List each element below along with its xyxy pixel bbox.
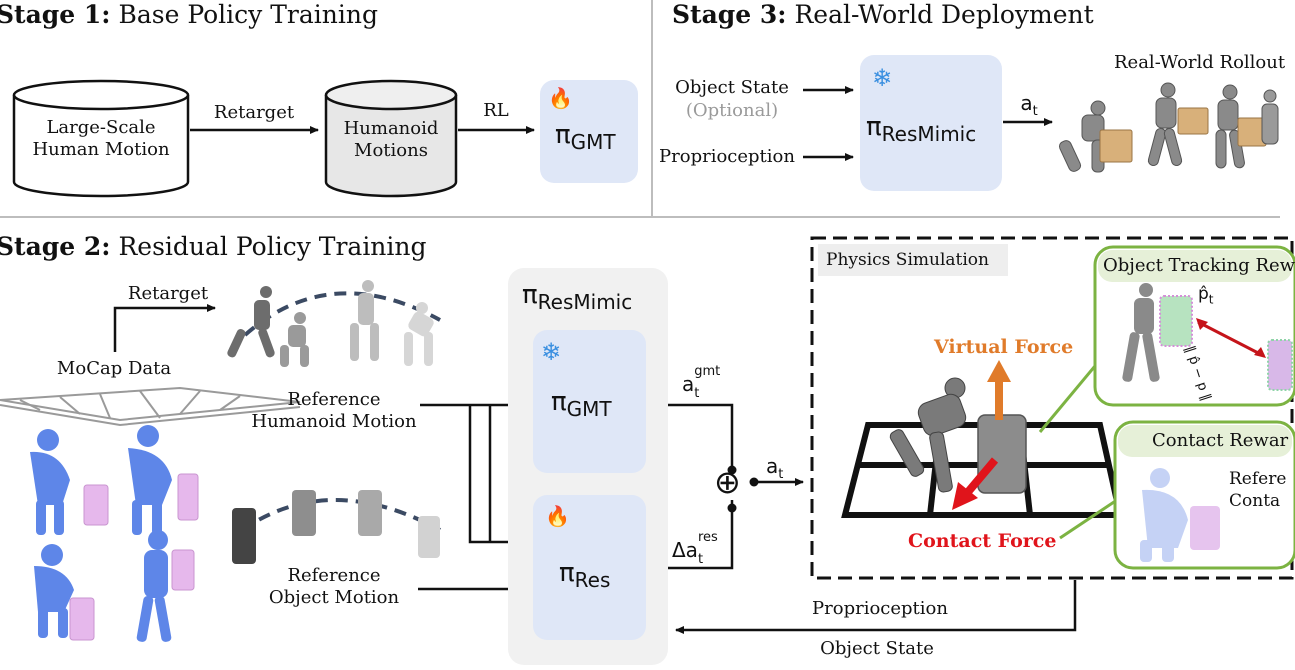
tracking-target-pointcloud bbox=[1159, 295, 1193, 347]
stage1-title: Stage 1: Base Policy Training bbox=[0, 0, 378, 29]
snowflake-icon: ❄ bbox=[872, 64, 893, 92]
object-tracking-reward-label: Object Tracking Rew bbox=[1103, 255, 1295, 276]
simulation-suitcase bbox=[977, 414, 1027, 494]
line-delta-a bbox=[648, 500, 734, 570]
action-label-stage3: at bbox=[1020, 91, 1038, 119]
p-hat-label: p̂t bbox=[1198, 284, 1214, 307]
gmt-policy-label-stage2: πGMT bbox=[551, 387, 612, 421]
stage2-title: Stage 2: Residual Policy Training bbox=[0, 232, 427, 261]
virtual-force-arrow bbox=[987, 360, 1011, 420]
virtual-force-label: Virtual Force bbox=[934, 336, 1074, 358]
rl-label: RL bbox=[483, 100, 509, 121]
res-policy-label: πRes bbox=[559, 558, 611, 592]
physics-simulation-box bbox=[810, 236, 1294, 580]
tracking-reward-robot bbox=[1122, 283, 1160, 382]
a-t-label-stage2: at bbox=[766, 454, 784, 482]
stage3-title: Stage 3: Real-World Deployment bbox=[672, 0, 1094, 29]
proprioception-label-stage2: Proprioception bbox=[812, 598, 948, 619]
gmt-policy-box-stage2 bbox=[533, 330, 646, 473]
line-feedback bbox=[675, 580, 1077, 634]
mocap-boxes bbox=[69, 473, 199, 641]
physics-simulation-label: Physics Simulation bbox=[826, 250, 989, 270]
contact-reward-label: Contact Rewar bbox=[1152, 430, 1289, 451]
fire-icon: 🔥 bbox=[548, 86, 573, 110]
res-policy-box bbox=[533, 495, 646, 640]
contact-reward-connector bbox=[1059, 496, 1121, 540]
contact-force-label: Contact Force bbox=[908, 530, 1057, 552]
proprioception-label-stage3: Proprioception bbox=[659, 146, 795, 167]
tracking-reward-connector bbox=[1038, 359, 1102, 433]
line-a-gmt bbox=[648, 403, 734, 470]
retarget-label-stage1: Retarget bbox=[213, 102, 295, 123]
sum-operator: ⊕ bbox=[714, 463, 741, 501]
contact-reward-box-object bbox=[1190, 506, 1220, 550]
arrow-retarget-s2 bbox=[113, 304, 216, 352]
mocap-data-label: MoCap Data bbox=[56, 358, 172, 379]
optional-label: (Optional) bbox=[685, 100, 779, 121]
resmimic-policy-label-stage3: πResMimic bbox=[866, 112, 977, 146]
cylinder-large-scale-human-motion bbox=[12, 79, 190, 198]
contact-reward-figure bbox=[1140, 468, 1188, 562]
object-state-label-stage3: Object State bbox=[675, 77, 789, 98]
resmimic-outer-label: πResMimic bbox=[522, 280, 633, 314]
fire-icon: 🔥 bbox=[545, 504, 570, 528]
cylinder-humanoid-motions bbox=[324, 79, 458, 198]
snowflake-icon: ❄ bbox=[541, 338, 562, 366]
retarget-label-stage2: Retarget bbox=[127, 283, 209, 304]
resmimic-policy-box-stage3 bbox=[860, 55, 1002, 191]
real-world-rollout-label: Real-World Rollout bbox=[1114, 52, 1286, 73]
tracking-current-pointcloud bbox=[1267, 339, 1293, 391]
contact-force-arrow bbox=[952, 457, 999, 510]
gmt-policy-box-stage1 bbox=[540, 80, 638, 183]
mocap-human-figures bbox=[30, 425, 172, 642]
reference-object-motion-image bbox=[232, 490, 441, 564]
object-state-label-stage2: Object State bbox=[820, 638, 934, 659]
tracking-error-arrow bbox=[1197, 320, 1265, 358]
mocap-truss-image bbox=[0, 386, 301, 427]
real-world-rollout-image bbox=[1058, 82, 1279, 173]
simulation-robot bbox=[889, 377, 967, 493]
reference-humanoid-motion-image bbox=[227, 280, 441, 367]
gmt-policy-label-stage1: πGMT bbox=[555, 120, 616, 154]
